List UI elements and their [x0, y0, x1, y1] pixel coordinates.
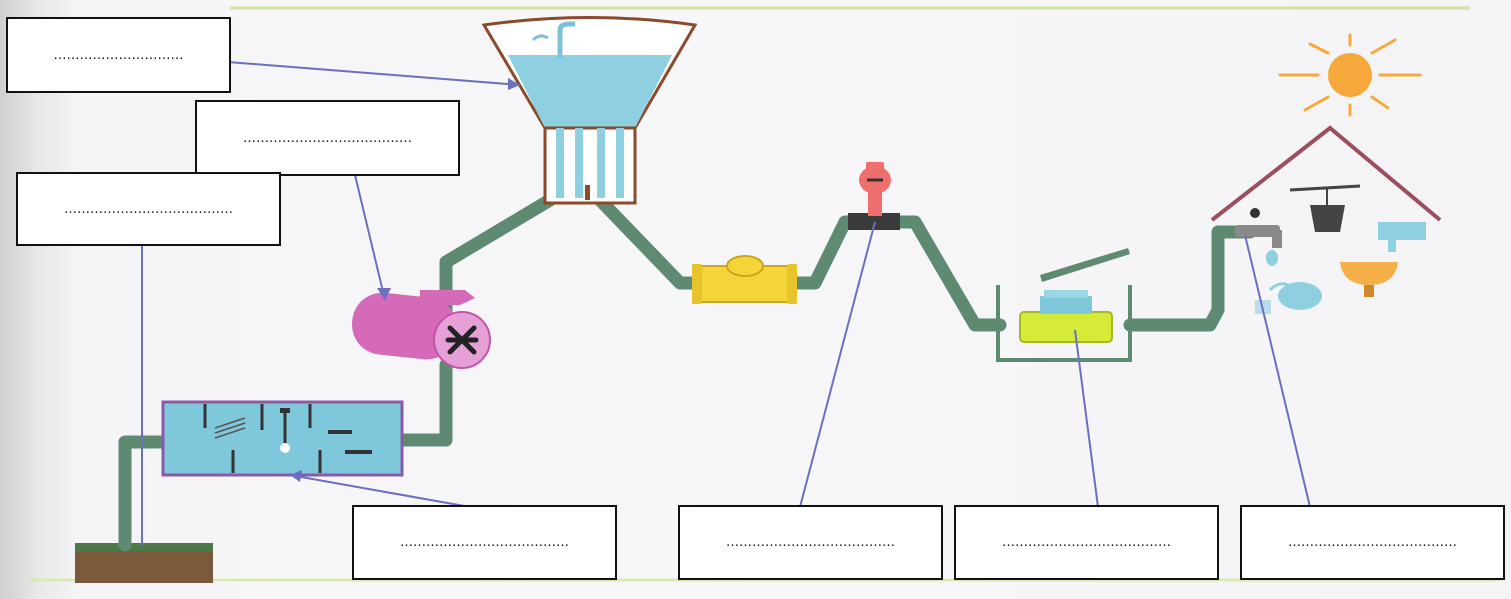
valve-leader: [799, 221, 876, 508]
tap-label-dots: …………………………………: [1288, 535, 1457, 550]
leader-lines: [141, 61, 1311, 545]
reservoir-label-box[interactable]: …………………………: [6, 17, 231, 93]
gate-valve-icon: [692, 255, 797, 304]
tank-leader: [289, 474, 471, 508]
water-meter-icon: [996, 248, 1132, 362]
meter-label-dots: …………………………………: [1002, 535, 1171, 550]
pump-icon: [352, 290, 491, 369]
tap-label-box[interactable]: …………………………………: [1240, 505, 1505, 580]
valve-label-dots: …………………………………: [726, 535, 895, 550]
sun-icon: [1278, 33, 1422, 117]
treatment-tank-icon: [161, 400, 404, 477]
pressure-valve-icon: [848, 162, 900, 230]
reservoir-leader: [227, 61, 521, 86]
treatment-plant-label-dots: …………………………………: [400, 535, 569, 550]
treatment-plant-label-box[interactable]: …………………………………: [352, 505, 617, 580]
reservoir-label-dots: …………………………: [53, 47, 184, 63]
pump-leader: [354, 174, 386, 301]
tap-leader: [1244, 234, 1311, 508]
pipe-to-red-valve: [783, 215, 867, 290]
pipe-to-meter: [893, 215, 1007, 332]
water-jug-icon: [1255, 282, 1322, 314]
source-pipe-label-box[interactable]: …………………………………: [16, 172, 281, 246]
meter-label-box[interactable]: …………………………………: [954, 505, 1219, 580]
ground-grass: [75, 543, 213, 551]
leader-arrowheads: [290, 78, 520, 482]
house-icon: [1210, 125, 1442, 222]
source-pipe-label-dots: …………………………………: [64, 201, 233, 217]
source-pipe: [118, 435, 172, 552]
valve-label-box[interactable]: …………………………………: [678, 505, 943, 580]
pump-label-dots: …………………………………: [243, 130, 412, 146]
shower-icon: [1378, 222, 1426, 252]
pump-label-box[interactable]: …………………………………: [195, 100, 460, 176]
tower-outlet-pipe: [593, 193, 707, 290]
tank-to-pump-pipe: [393, 358, 453, 447]
faucet-icon: [1235, 208, 1282, 266]
meter-leader: [1074, 329, 1099, 508]
bucket-icon: [1289, 184, 1361, 232]
water-tower-icon: [481, 16, 698, 205]
basin-icon: [1340, 262, 1398, 297]
pipe-network: [118, 193, 1257, 552]
pipe-to-house: [1123, 225, 1257, 332]
